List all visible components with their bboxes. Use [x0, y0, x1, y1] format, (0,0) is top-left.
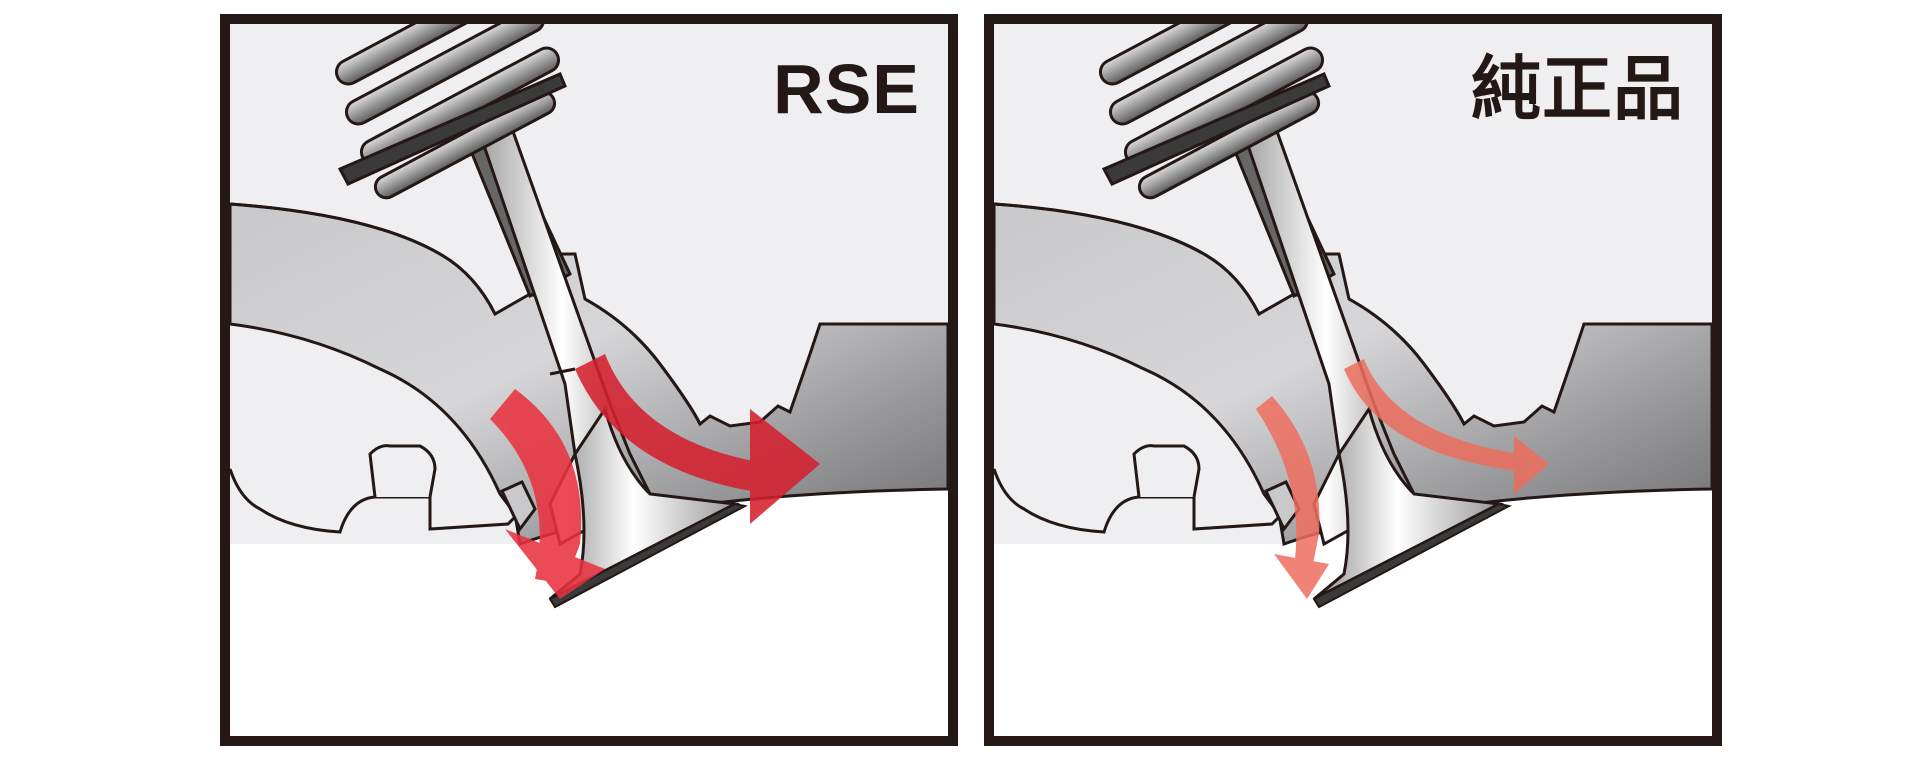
valve-spring	[1098, 24, 1325, 200]
panel-label-rse: RSE	[773, 50, 920, 128]
valve-spring	[334, 24, 561, 200]
valve-port-illustration	[230, 24, 948, 736]
panel-label-oem: 純正品	[1471, 50, 1684, 128]
panel-rse: RSE	[220, 14, 958, 746]
flow-arrow-right-head	[1514, 436, 1549, 494]
spring-seat	[337, 72, 567, 186]
chamber-boss	[1132, 444, 1201, 498]
flow-arrow-right-head	[750, 409, 820, 524]
chamber-wall-left	[230, 468, 522, 534]
flow-arrow-right	[1344, 359, 1519, 471]
valve-port-illustration-oem	[994, 24, 1712, 736]
panel-oem: 純正品	[984, 14, 1722, 746]
flow-arrow-left	[1256, 396, 1320, 569]
combustion-area	[994, 489, 1712, 736]
combustion-area	[230, 489, 948, 736]
flow-arrow-left	[490, 389, 582, 584]
flow-arrow-left-head	[1274, 554, 1329, 599]
chamber-boss	[368, 444, 437, 498]
flow-arrow-left-head	[505, 529, 605, 599]
chamber-wall-left	[994, 468, 1286, 534]
flow-arrow-right	[575, 354, 770, 494]
flow-arrows	[490, 354, 820, 599]
flow-arrows	[1256, 359, 1549, 599]
spring-seat	[1101, 72, 1331, 186]
